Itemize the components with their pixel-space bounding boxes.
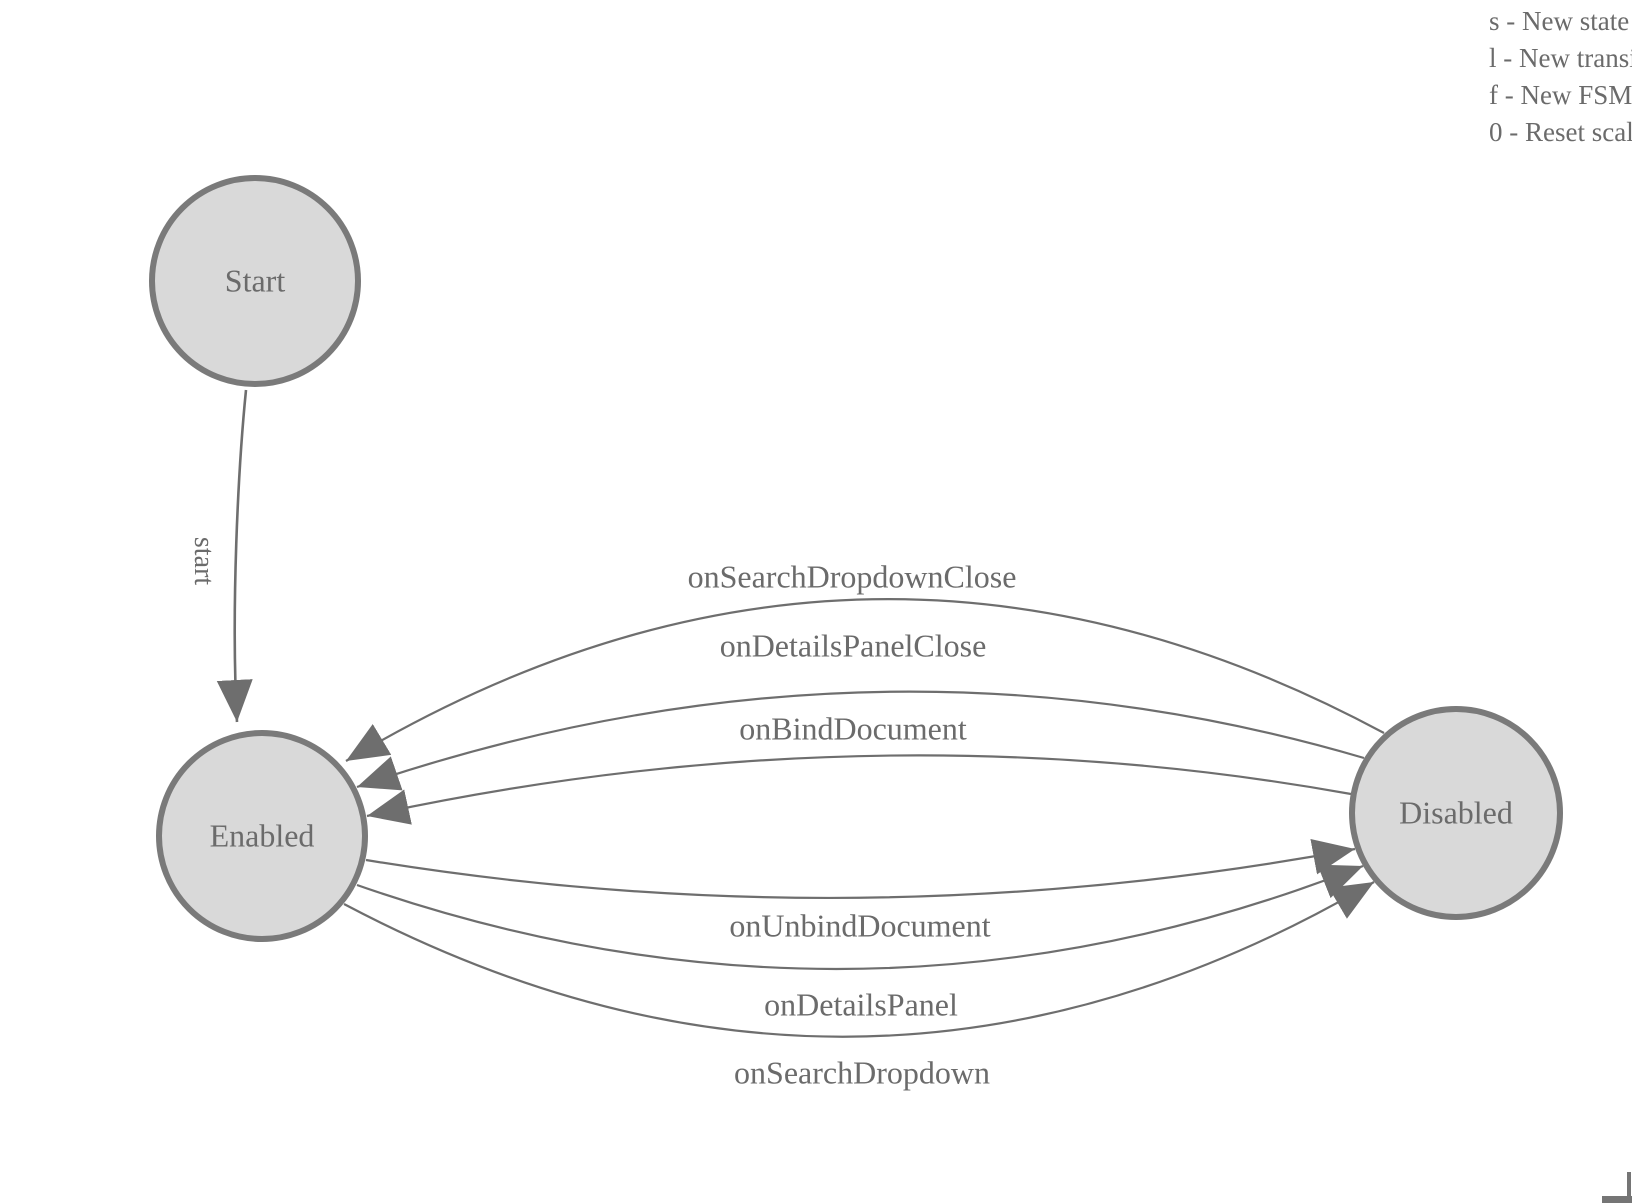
edge-onUnbindDocument[interactable]: [365, 838, 1356, 900]
edge-onSearchDropdownClose[interactable]: [345, 598, 1385, 762]
state-label-start: Start: [224, 262, 286, 299]
state-label-enabled: Enabled: [209, 817, 315, 854]
edge-label-onUnbindDocument: onUnbindDocument: [729, 907, 991, 944]
edge-onSearchDropdown[interactable]: [343, 881, 1375, 1038]
edge-label-start: start: [188, 536, 219, 586]
edge-label-onBindDocument: onBindDocument: [739, 710, 967, 747]
edge-label-onSearchDropdown: onSearchDropdown: [734, 1054, 990, 1091]
state-node-start[interactable]: [149, 175, 361, 387]
legend-line-reset-scale: 0 - Reset scale: [1489, 117, 1632, 147]
edge-label-onDetailsPanel: onDetailsPanel: [764, 986, 958, 1023]
edge-onDetailsPanel[interactable]: [356, 864, 1364, 971]
edge-start[interactable]: [216, 389, 253, 723]
edge-onDetailsPanelClose[interactable]: [356, 690, 1365, 791]
shortcuts-legend: s - New state l - New transition f - New…: [1489, 3, 1632, 151]
legend-line-new-fsm: f - New FSM: [1489, 80, 1632, 110]
viewport-corner-horizontal-bar: [1602, 1196, 1632, 1203]
state-node-disabled[interactable]: [1349, 706, 1563, 920]
legend-line-new-state: s - New state: [1489, 6, 1630, 36]
edge-label-onSearchDropdownClose: onSearchDropdownClose: [687, 558, 1017, 595]
state-label-disabled: Disabled: [1399, 794, 1513, 831]
legend-line-new-transition: l - New transition: [1489, 43, 1632, 73]
edge-onBindDocument[interactable]: [366, 754, 1352, 825]
edge-label-onDetailsPanelClose: onDetailsPanelClose: [719, 627, 987, 664]
state-node-enabled[interactable]: [156, 730, 368, 942]
viewport-corner-vertical-line: [1627, 1172, 1631, 1199]
